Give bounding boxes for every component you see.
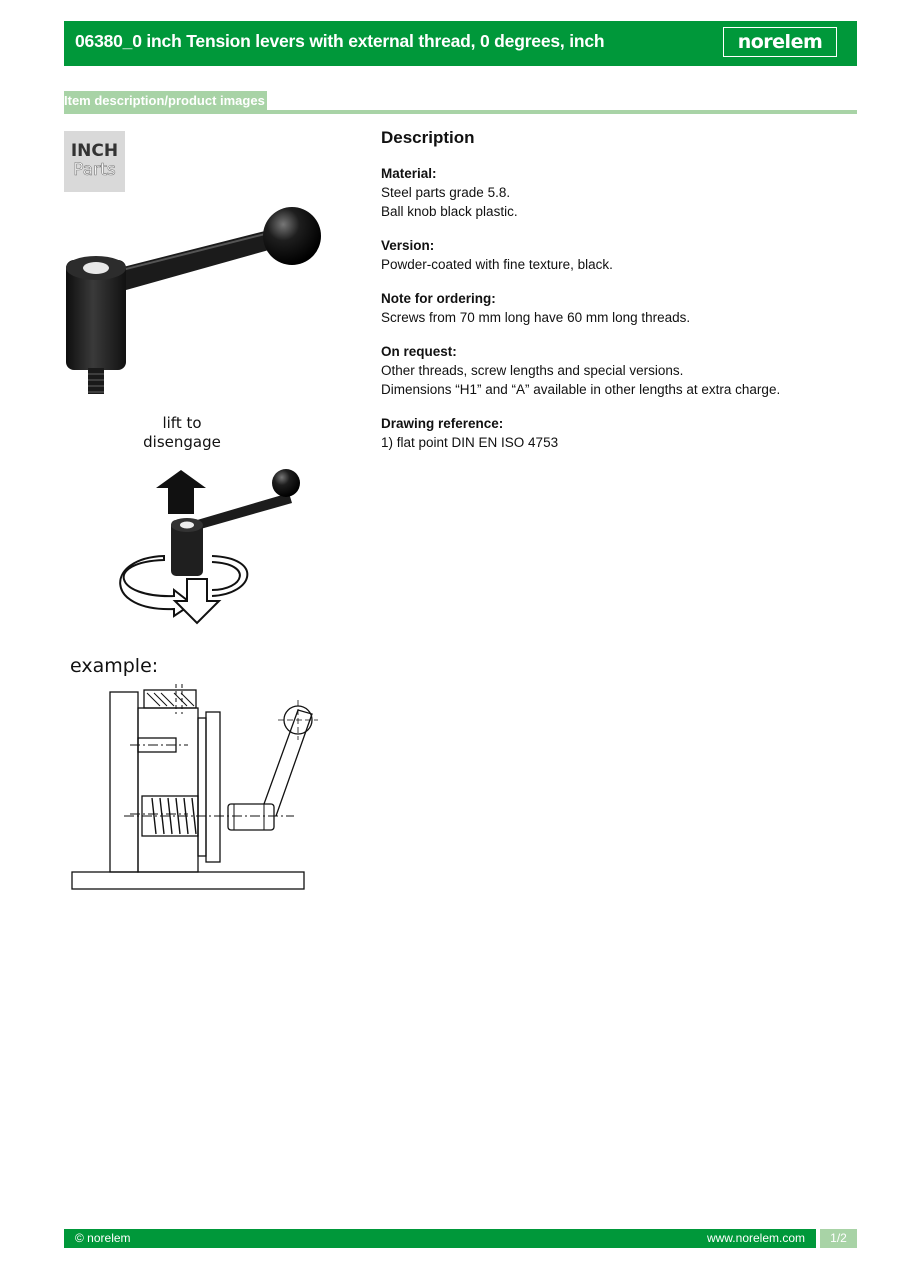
drawing-reference-heading: Drawing reference: [381,416,504,431]
drawing-reference-line: 1) flat point DIN EN ISO 4753 [381,435,559,450]
section-underline [64,110,857,114]
description-panel: Description Material: Steel parts grade … [381,128,851,467]
badge-line2: Parts [73,160,116,181]
version-line: Powder-coated with fine texture, black. [381,257,613,272]
material-block: Material: Steel parts grade 5.8. Ball kn… [381,164,851,221]
on-request-line: Dimensions “H1” and “A” available in oth… [381,382,781,397]
on-request-line: Other threads, screw lengths and special… [381,363,684,378]
material-line: Steel parts grade 5.8. [381,185,511,200]
version-block: Version: Powder-coated with fine texture… [381,236,851,274]
ordering-note-block: Note for ordering: Screws from 70 mm lon… [381,289,851,327]
instruction-lift-text: lift to [162,414,201,432]
on-request-heading: On request: [381,344,457,359]
arrow-up-icon [156,470,206,514]
ordering-note-heading: Note for ordering: [381,291,496,306]
page-title: 06380_0 inch Tension levers with externa… [75,31,605,51]
norelem-logo: norelem [723,27,837,57]
footer-website-link[interactable]: www.norelem.com [706,1231,805,1245]
example-drawing: example: [70,655,318,890]
ordering-note-line: Screws from 70 mm long have 60 mm long t… [381,310,691,325]
material-line: Ball knob black plastic. [381,204,518,219]
instruction-disengage-text: disengage [143,433,221,451]
instruction-image: lift to disengage [119,414,300,625]
section-label: Item description/product images [64,91,267,111]
footer-bar: © norelem www.norelem.com [64,1229,816,1248]
drawing-reference-block: Drawing reference: 1) flat point DIN EN … [381,414,851,452]
logo-text: norelem [737,31,823,53]
footer-copyright: © norelem [75,1231,131,1245]
product-image-lever [66,207,321,394]
arrow-down-icon [172,578,222,625]
badge-line1: INCH [70,141,119,161]
page-number: 1/2 [820,1229,857,1248]
version-heading: Version: [381,238,435,253]
header-bar: 06380_0 inch Tension levers with externa… [64,21,857,66]
on-request-block: On request: Other threads, screw lengths… [381,342,851,399]
description-title: Description [381,128,475,147]
inch-parts-badge: INCH Parts [64,131,125,192]
material-heading: Material: [381,166,437,181]
example-label: example: [70,655,158,677]
